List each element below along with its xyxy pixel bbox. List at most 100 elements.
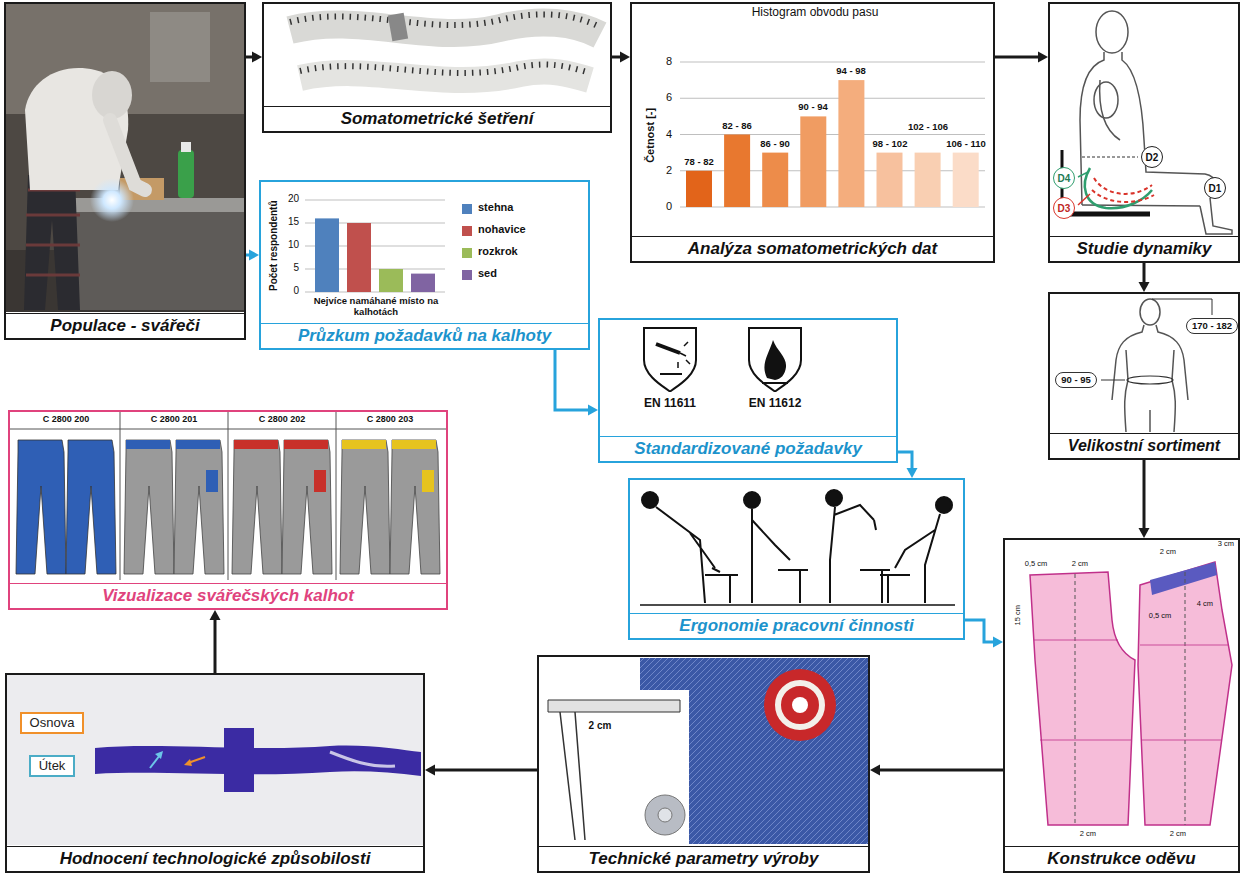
- welder-photo-part: [6, 4, 244, 312]
- caption-strip: Velikostní sortiment: [1050, 433, 1238, 458]
- caption-strip: Analýza somatometrických dat: [632, 236, 993, 261]
- welder-photo-part: [26, 190, 80, 275]
- flow-arrow: [246, 250, 259, 261]
- tag-box: 170 - 182: [1186, 318, 1238, 334]
- histogram-part: [686, 171, 712, 207]
- standing-figure-part: [1112, 299, 1188, 432]
- standing-figure-part: [1127, 376, 1173, 384]
- arrow-head: [1139, 282, 1150, 292]
- standard-pictograms-part: [749, 328, 801, 392]
- seated-figure-part: [1078, 172, 1088, 177]
- standing-figure-part-part: [1112, 325, 1188, 400]
- pattern-pieces: [1030, 562, 1232, 825]
- flow-line: [898, 452, 912, 470]
- tag-text: 90 - 95: [1061, 375, 1091, 385]
- seated-figure: [1060, 11, 1232, 234]
- posture-figures-part: [744, 492, 760, 508]
- bar-chart-part: [315, 218, 339, 292]
- trousers-visuals-part: [10, 412, 446, 580]
- flow-line: [555, 350, 590, 410]
- flow-line: [1143, 460, 1146, 530]
- dimension-label: 2 cm: [1079, 830, 1097, 839]
- flow-arrow: [210, 610, 221, 673]
- arrow-head: [1139, 528, 1150, 538]
- posture-figures-part: [705, 568, 738, 603]
- welder-photo-part: [70, 212, 244, 310]
- legend-swatch: [462, 204, 472, 214]
- posture-figures-part: [640, 604, 955, 606]
- tick-label: 20: [287, 193, 300, 205]
- caption-strip: Populace - svářeči: [6, 313, 244, 338]
- histogram-part: [680, 62, 985, 207]
- bar-label: 78 - 82: [683, 157, 715, 168]
- tick-label: 15: [287, 216, 300, 228]
- bar-label: 98 - 102: [872, 139, 909, 150]
- tick-label: 8: [665, 55, 673, 68]
- dimension-label: 2 cm: [1159, 548, 1177, 557]
- production-photo: [539, 658, 868, 845]
- fabric-photo-part: [184, 759, 192, 766]
- fabric-photo-part: [7, 675, 423, 845]
- posture-figures-part: [656, 507, 715, 603]
- tape-measure: [290, 13, 600, 80]
- fabric-photo-part: [224, 728, 254, 792]
- posture-figures-part: [752, 509, 790, 603]
- axis-title: Četnost [-]: [644, 106, 657, 163]
- flow-arrow: [246, 52, 262, 63]
- caption-text: Standardizované požadavky: [634, 439, 862, 458]
- bar-chart-part: [305, 200, 445, 292]
- posture-figures-part: [860, 520, 890, 603]
- standard-pictograms-part: [678, 342, 690, 368]
- bar-chart: [305, 200, 445, 292]
- posture-figures-part: [936, 497, 952, 513]
- trousers-visuals-part: [16, 440, 66, 574]
- callout-circle: D1: [1204, 177, 1226, 199]
- caption-text: Velikostní sortiment: [1068, 437, 1220, 454]
- production-photo-part: [792, 697, 808, 713]
- trousers-visuals-part: [206, 470, 218, 492]
- product-code: C 2800 200: [42, 414, 91, 424]
- caption-text: Populace - svářeči: [50, 316, 199, 335]
- callout-circle: D4: [1053, 167, 1075, 189]
- histogram-part: [800, 116, 826, 207]
- seated-figure-part: [1078, 194, 1090, 205]
- histogram-part: [915, 153, 941, 207]
- standard-pictograms-part: [656, 344, 680, 353]
- arrow-head: [249, 250, 259, 261]
- pattern-pieces-part: [1150, 562, 1217, 595]
- dimension-label: 2 cm: [1169, 830, 1187, 839]
- histogram-part: [762, 153, 788, 207]
- arrow-head: [1038, 52, 1048, 63]
- callout-number: D3: [1058, 203, 1071, 214]
- seated-figure-part-part: [1096, 11, 1128, 53]
- seated-figure-part-part: [1100, 80, 1120, 140]
- process-box: Vizualizace svářečských kalhot: [8, 410, 448, 610]
- standing-figure-part-part: [1125, 350, 1176, 432]
- welder-photo-part: [181, 142, 191, 152]
- tape-measure-part: [290, 22, 600, 35]
- caption-strip: Technické parametry výroby: [539, 846, 868, 871]
- tag-text: Útek: [39, 759, 66, 773]
- trousers-visuals-part: [422, 470, 434, 492]
- histogram-part: [838, 80, 864, 207]
- flow-line: [878, 769, 1003, 772]
- standard-pictograms-part: [762, 382, 788, 384]
- standing-figure-part: [1101, 380, 1125, 381]
- arrow-head: [252, 52, 262, 63]
- trousers-visuals-part: [284, 440, 328, 449]
- standard-pictograms-part: [764, 340, 786, 380]
- flow-line: [433, 769, 537, 772]
- arrow-head: [870, 765, 880, 776]
- caption-text: Studie dynamiky: [1076, 239, 1211, 258]
- welder-photo-part: [178, 150, 194, 198]
- dimension-label: 2 cm: [588, 720, 613, 732]
- tick-label: 0: [292, 285, 300, 297]
- histogram-part: [877, 153, 903, 207]
- tape-measure-part: [300, 72, 590, 80]
- tag-box: Osnova: [20, 712, 85, 734]
- tick-label: 4: [665, 128, 673, 141]
- tag-text: Osnova: [30, 716, 75, 730]
- fabric-photo-part: [150, 755, 160, 768]
- caption-strip: Ergonomie pracovní činnosti: [630, 613, 963, 638]
